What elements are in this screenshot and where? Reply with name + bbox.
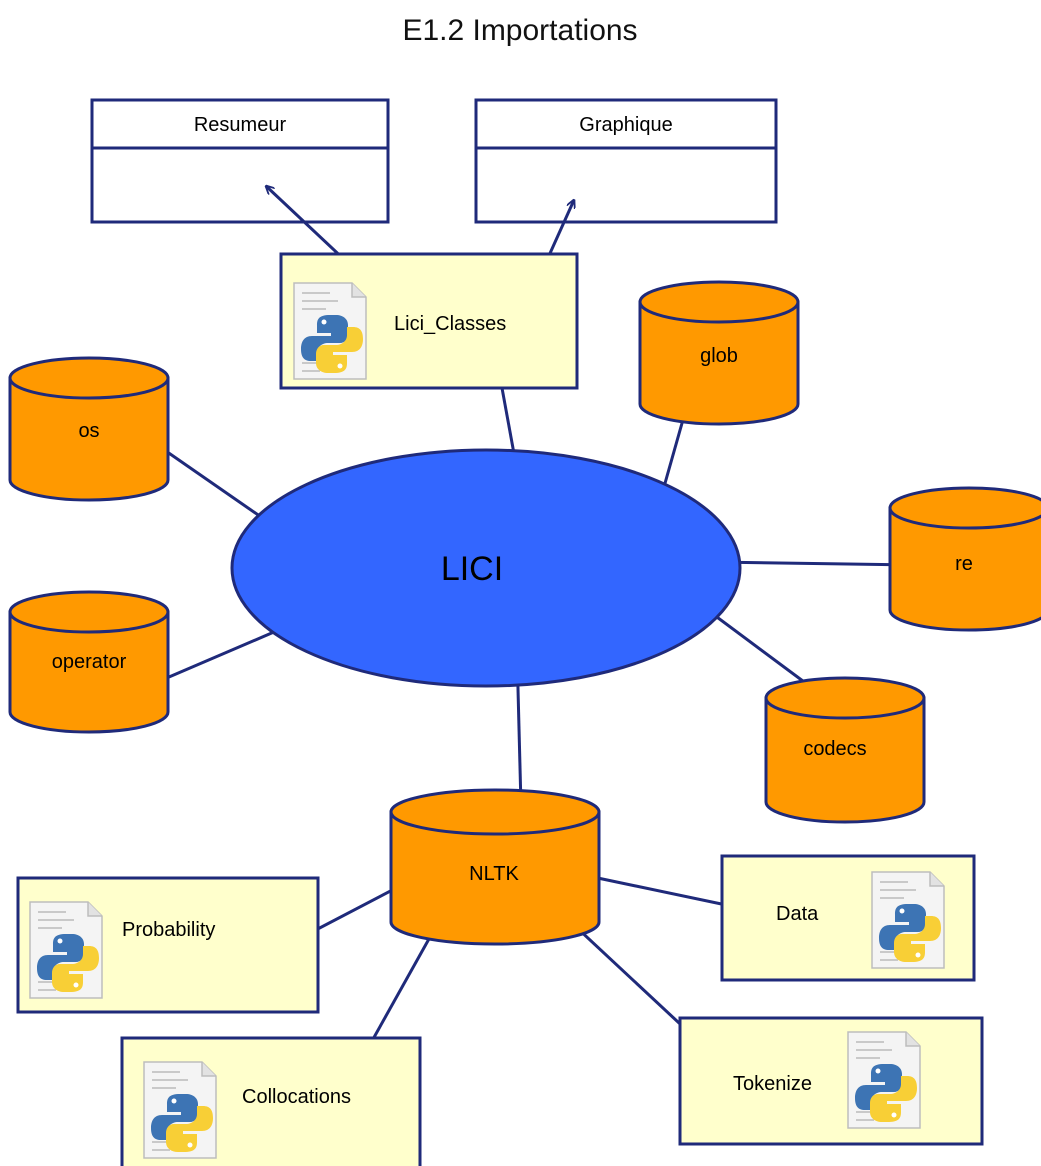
- package-label-operator: operator: [52, 651, 127, 673]
- package-operator[interactable]: operator: [8, 590, 170, 734]
- module-lici-classes[interactable]: Lici_Classes: [279, 252, 579, 390]
- python-file-icon: [29, 901, 103, 999]
- diagram-title: E1.2 Importations: [402, 14, 637, 47]
- package-os[interactable]: os: [8, 356, 170, 502]
- package-codecs[interactable]: codecs: [764, 676, 926, 824]
- package-label-glob: glob: [700, 345, 738, 367]
- class-name-resumeur: Resumeur: [194, 114, 287, 136]
- package-label-re: re: [955, 553, 973, 575]
- module-label-collocations: Collocations: [242, 1086, 351, 1108]
- module-probability[interactable]: Probability: [16, 876, 320, 1014]
- package-re[interactable]: re: [888, 486, 1041, 632]
- python-file-icon: [143, 1061, 217, 1159]
- center-label: LICI: [441, 550, 503, 588]
- class-name-graphique: Graphique: [579, 114, 672, 136]
- package-label-nltk: NLTK: [469, 863, 519, 885]
- module-label-data: Data: [776, 903, 819, 925]
- package-nltk[interactable]: NLTK: [389, 788, 601, 946]
- arrow-re-lici: [712, 562, 919, 565]
- class-box-graphique[interactable]: Graphique: [474, 98, 778, 224]
- module-label-tokenize: Tokenize: [733, 1073, 812, 1095]
- center-node-lici[interactable]: LICI: [230, 448, 742, 688]
- class-box-resumeur[interactable]: Resumeur: [90, 98, 390, 224]
- package-label-os: os: [78, 420, 99, 442]
- python-file-icon: [847, 1031, 921, 1129]
- module-collocations[interactable]: Collocations: [120, 1036, 422, 1166]
- package-label-codecs: codecs: [803, 738, 866, 760]
- package-glob[interactable]: glob: [638, 280, 800, 426]
- module-label-lici-classes: Lici_Classes: [394, 313, 506, 335]
- module-tokenize[interactable]: Tokenize: [678, 1016, 984, 1146]
- python-file-icon: [293, 282, 367, 380]
- module-label-probability: Probability: [122, 919, 215, 941]
- python-file-icon: [871, 871, 945, 969]
- module-data[interactable]: Data: [720, 854, 976, 982]
